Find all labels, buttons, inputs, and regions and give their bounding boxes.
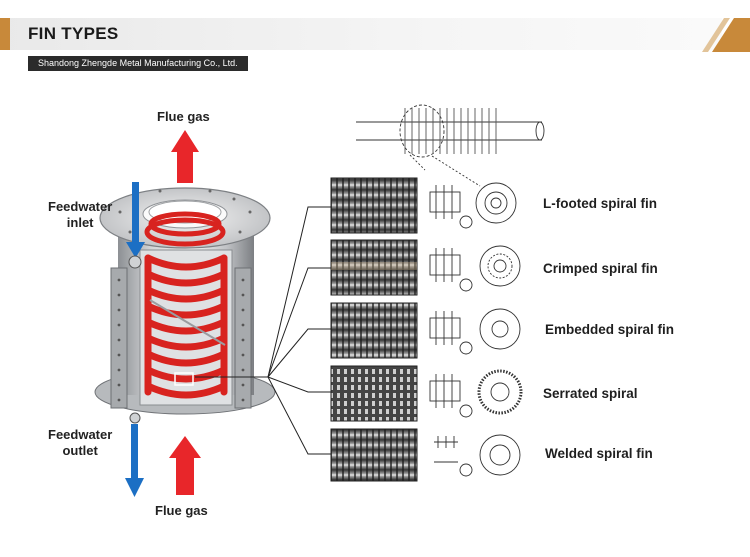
page-title: FIN TYPES [28, 24, 119, 43]
header-bar: FIN TYPES [0, 16, 750, 52]
fin-label-serrated: Serrated spiral [543, 386, 638, 401]
fin-label-crimped: Crimped spiral fin [543, 261, 658, 276]
fin-label-l-footed: L-footed spiral fin [543, 196, 657, 211]
fin-sketches [429, 182, 523, 477]
leader-lines [195, 206, 331, 455]
fin-photo-serrated [330, 365, 418, 422]
finned-tube-drawing [356, 104, 545, 187]
header-accent [0, 18, 10, 50]
feedwater-outlet-label: Feedwater outlet [48, 427, 113, 458]
feedwater-inlet-arrow [126, 182, 145, 269]
fin-photo-l-footed [330, 177, 418, 234]
flue-gas-top-label: Flue gas [157, 109, 210, 124]
company-name: Shandong Zhengde Metal Manufacturing Co.… [28, 56, 248, 71]
fin-photo-embedded [330, 302, 418, 359]
header-background [0, 18, 722, 50]
fin-label-welded: Welded spiral fin [545, 446, 653, 461]
flue-gas-up-arrow-top [171, 130, 199, 183]
fin-photo-crimped [330, 239, 418, 296]
corner-decoration [702, 18, 750, 52]
flue-gas-up-arrow-bottom [169, 436, 201, 495]
fin-label-embedded: Embedded spiral fin [545, 322, 675, 337]
fin-photo-welded [330, 428, 418, 482]
flue-gas-bottom-label: Flue gas [155, 503, 208, 518]
feedwater-outlet-arrow [125, 412, 144, 497]
boiler-cylinder [94, 187, 276, 415]
feedwater-inlet-label: Feedwater inlet [48, 199, 113, 230]
